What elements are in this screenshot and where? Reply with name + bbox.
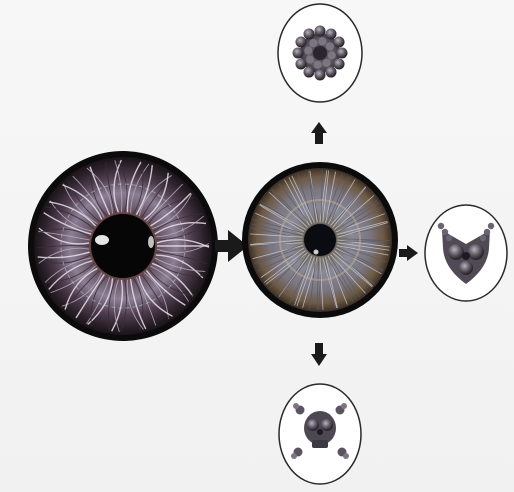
pattern-petal [295, 59, 306, 70]
pattern-spike [484, 229, 490, 235]
pattern-spike [446, 235, 452, 241]
pattern-inner [323, 59, 331, 67]
pattern-inner [304, 47, 312, 55]
output-bottom [279, 384, 361, 484]
pattern-bone-tip [341, 403, 347, 409]
arrow-center-to-top [311, 122, 327, 144]
pattern-spike [442, 229, 448, 235]
pattern-petal [293, 48, 304, 59]
pattern-inner [309, 39, 317, 47]
output-right [425, 205, 507, 301]
source-iris-highlight [95, 235, 109, 245]
pattern-inner [318, 37, 326, 45]
center-iris-highlight [314, 250, 319, 255]
pattern-bone-tip [291, 453, 297, 459]
center-iris [242, 162, 398, 318]
pattern-inner [328, 51, 336, 59]
pattern-petal [334, 37, 345, 48]
pattern-petal [326, 67, 337, 78]
pattern-petal [326, 28, 337, 39]
pattern-petal [337, 48, 348, 59]
pattern-petal [315, 26, 326, 37]
pattern-petal [304, 28, 315, 39]
arrow-center-to-right [399, 245, 418, 261]
pattern-inner [306, 56, 314, 64]
pattern-bone-tip [343, 453, 349, 459]
pattern-spike [488, 223, 494, 229]
pattern-spike [438, 223, 444, 229]
pattern-petal [315, 70, 326, 81]
output-top-center [313, 46, 327, 60]
pattern-inner [314, 61, 322, 69]
pattern-spike [480, 235, 486, 241]
source-iris-pupil [91, 214, 155, 278]
center-iris-pupil [304, 224, 336, 256]
pattern-petal [334, 59, 345, 70]
pattern-inner [326, 42, 334, 50]
output-top [278, 4, 362, 102]
pattern-bone-tip [293, 403, 299, 409]
pattern-petal [295, 37, 306, 48]
source-iris [28, 151, 218, 341]
pattern-petal [304, 67, 315, 78]
arrow-center-to-bottom [311, 343, 327, 366]
source-iris-highlight-2 [148, 236, 154, 248]
